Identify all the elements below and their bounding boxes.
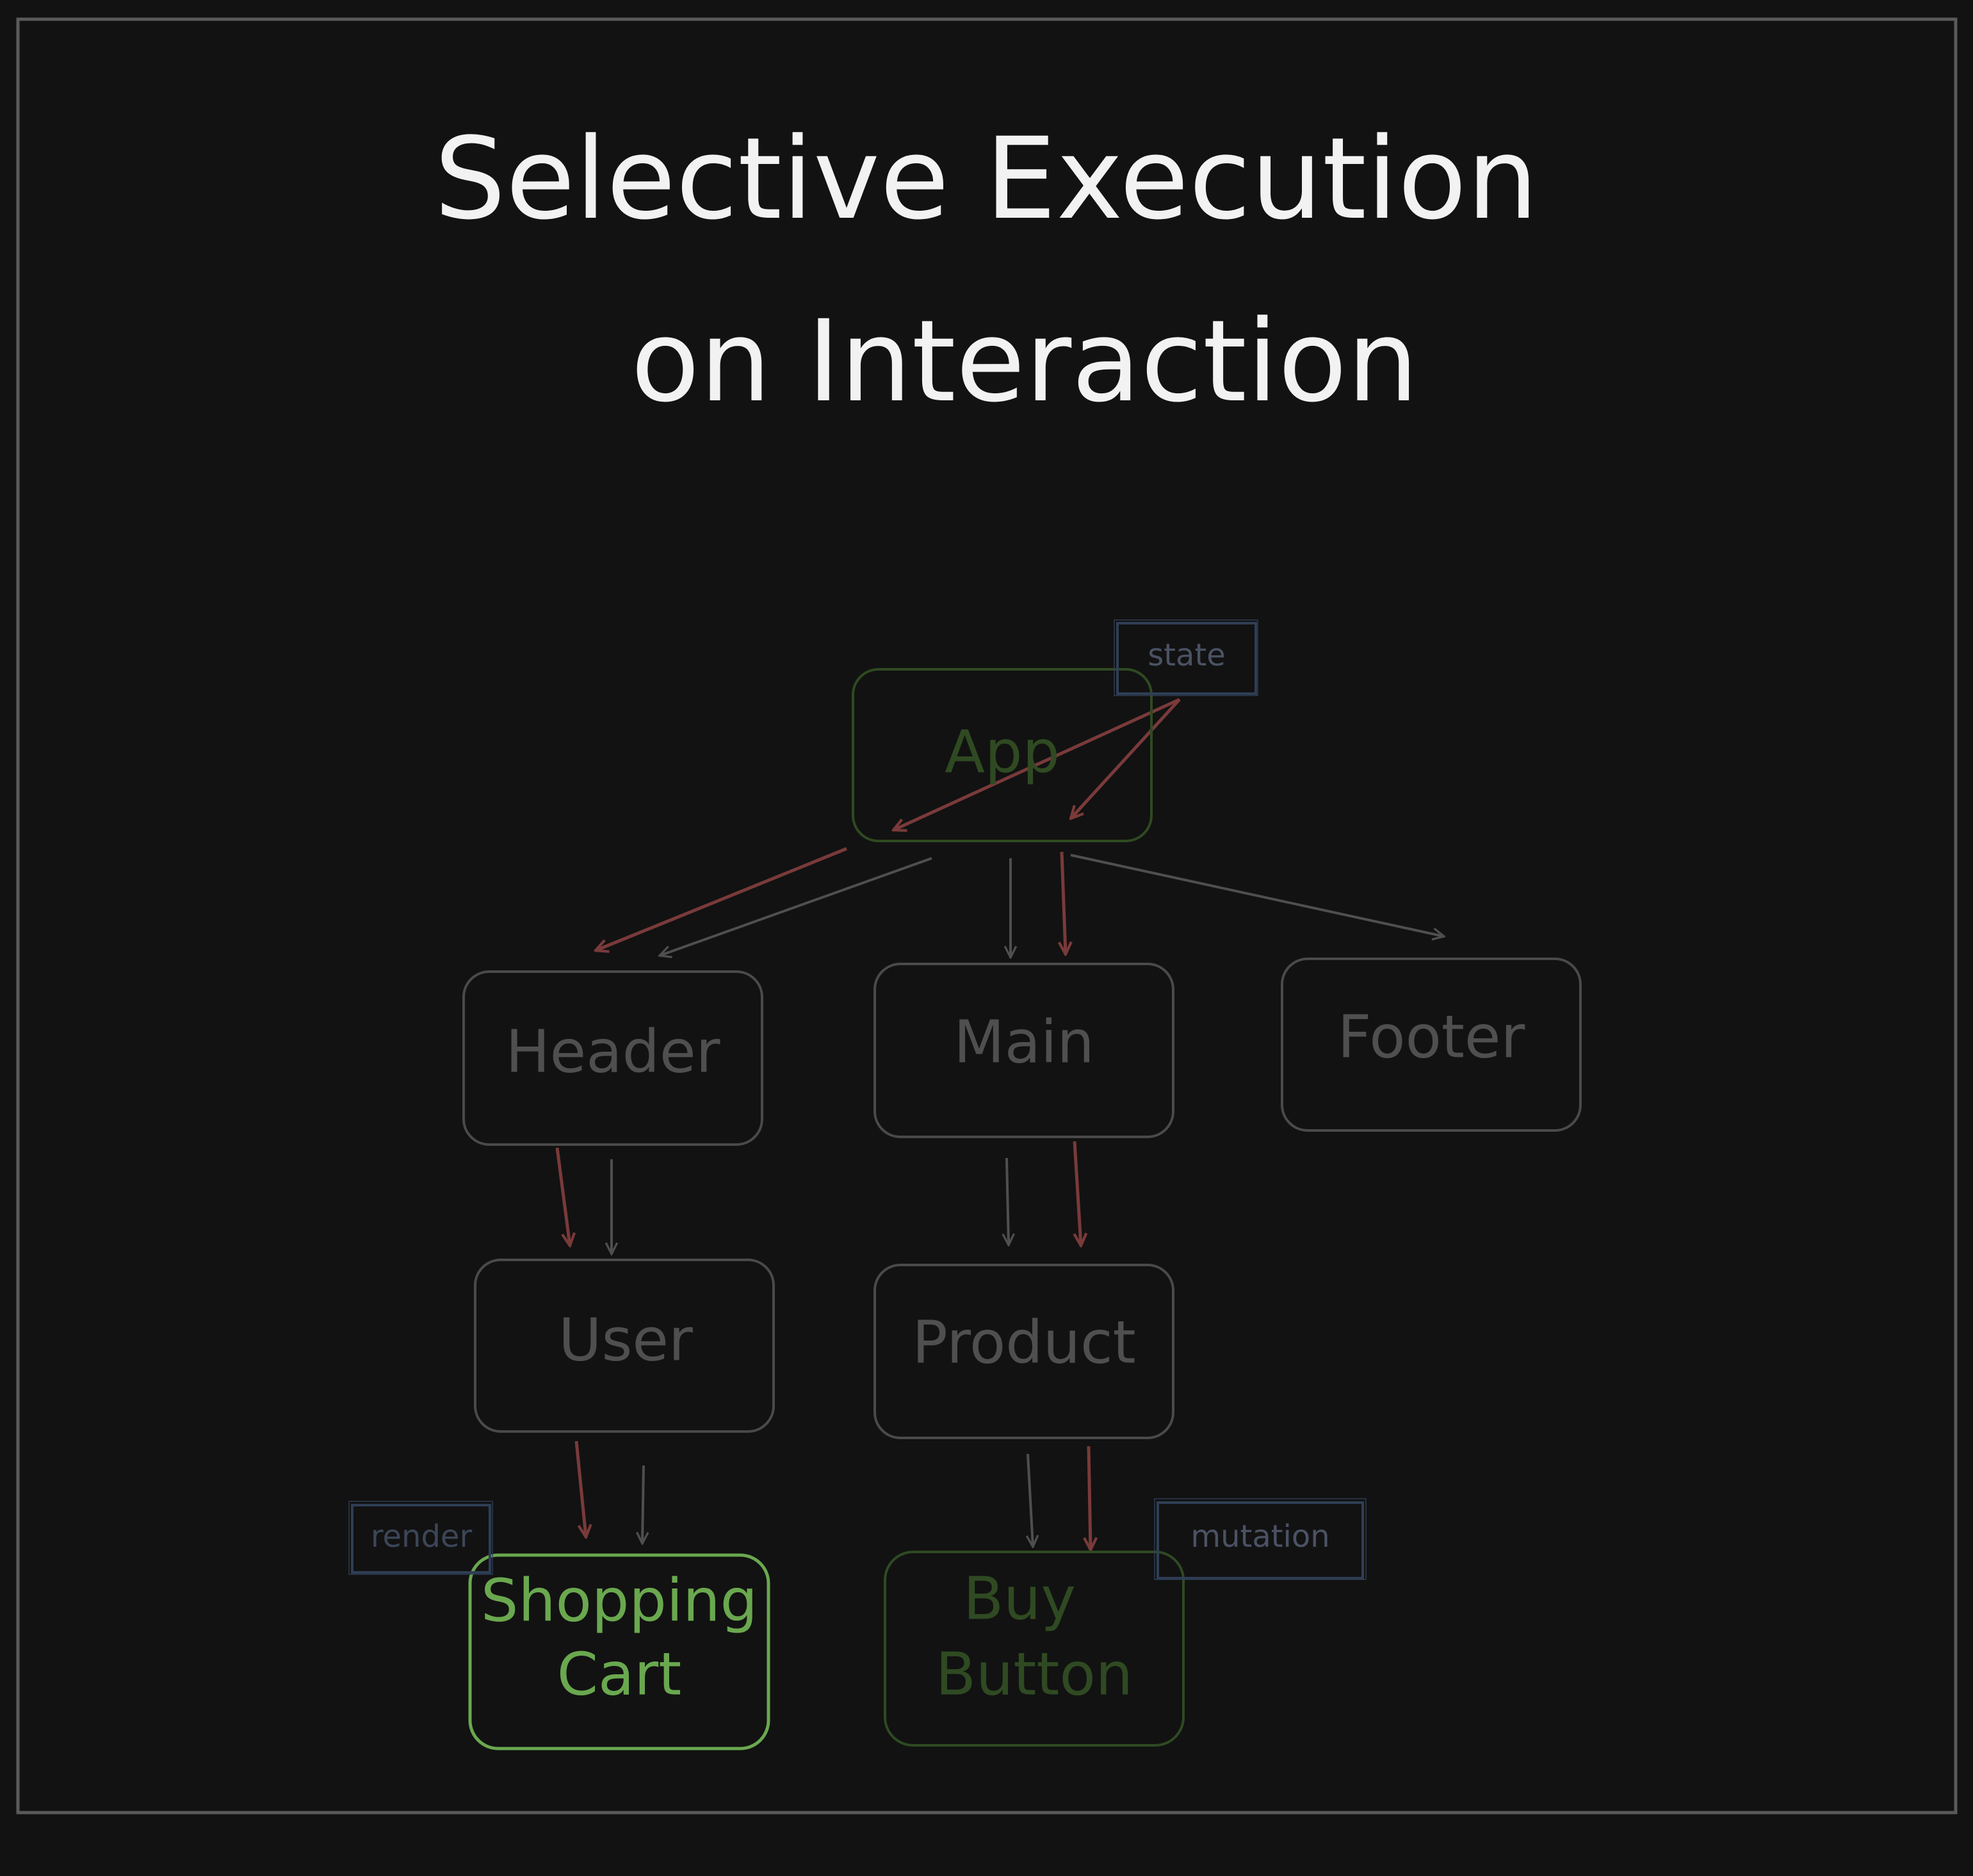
arrow-header-user-highlight: [555, 1147, 570, 1246]
node-footer: Footer: [1281, 958, 1582, 1132]
node-shopping-cart-label-line1: Shopping: [481, 1566, 758, 1635]
tag-state-box: [1116, 622, 1257, 695]
arrows-product-buy: [1028, 1446, 1091, 1550]
arrows-state-to-app: [893, 697, 1181, 830]
node-buy-button-box: [884, 1551, 1185, 1747]
arrow-app-header-highlight: [596, 847, 847, 950]
arrow-user-cart: [642, 1465, 644, 1544]
arrow-main-product-highlight: [1075, 1141, 1081, 1246]
tag-mutation: mutation: [1154, 1498, 1367, 1580]
arrow-state-app-right: [1071, 698, 1181, 819]
node-buy-button: Buy Button: [884, 1551, 1185, 1747]
node-header: Header: [462, 970, 763, 1146]
node-app-box: [852, 668, 1153, 842]
arrow-main-product: [1007, 1157, 1009, 1245]
arrow-product-buy-highlight: [1089, 1446, 1091, 1550]
node-user: User: [474, 1259, 775, 1433]
tag-mutation-box: [1157, 1501, 1364, 1579]
title-line-2: on Interaction: [631, 296, 1418, 427]
node-user-label: User: [558, 1305, 693, 1374]
node-footer-label: Footer: [1338, 1002, 1525, 1071]
node-app-label: App: [945, 717, 1060, 786]
arrow-product-buy: [1028, 1453, 1033, 1547]
tag-mutation-label: mutation: [1190, 1519, 1329, 1554]
node-app: App: [852, 668, 1153, 842]
tag-render-box: [351, 1504, 491, 1574]
tag-state-label: state: [1148, 637, 1226, 673]
node-buy-button-label-line1: Buy: [963, 1564, 1076, 1633]
outer-frame: [16, 17, 1958, 1815]
node-user-box: [474, 1259, 775, 1433]
arrows-header-user: [555, 1147, 612, 1254]
arrows-app-children: [596, 847, 1444, 958]
title-line-1: Selective Execution: [434, 113, 1538, 245]
node-header-label: Header: [506, 1017, 720, 1086]
node-main-label: Main: [954, 1007, 1094, 1076]
node-product: Product: [873, 1264, 1174, 1439]
arrow-state-app-left: [893, 697, 1181, 830]
arrow-user-cart-highlight: [574, 1440, 586, 1537]
arrow-app-header: [660, 857, 932, 956]
node-shopping-cart-label-line2: Cart: [557, 1640, 682, 1708]
node-main: Main: [873, 963, 1174, 1138]
arrows-user-cart: [574, 1440, 644, 1544]
tag-state: state: [1114, 619, 1258, 696]
node-product-label: Product: [912, 1308, 1135, 1376]
node-product-box: [873, 1264, 1174, 1439]
node-main-box: [873, 963, 1174, 1138]
tag-render: render: [348, 1501, 493, 1575]
node-footer-box: [1281, 958, 1582, 1132]
node-shopping-cart-box: [468, 1553, 770, 1750]
node-shopping-cart: Shopping Cart: [468, 1553, 770, 1750]
tag-render-label: render: [371, 1519, 473, 1554]
arrow-app-main-highlight: [1062, 851, 1066, 954]
arrow-app-footer: [1070, 854, 1444, 936]
arrows-main-product: [1007, 1141, 1081, 1246]
node-header-box: [462, 970, 763, 1146]
node-buy-button-label-line2: Button: [936, 1640, 1133, 1708]
